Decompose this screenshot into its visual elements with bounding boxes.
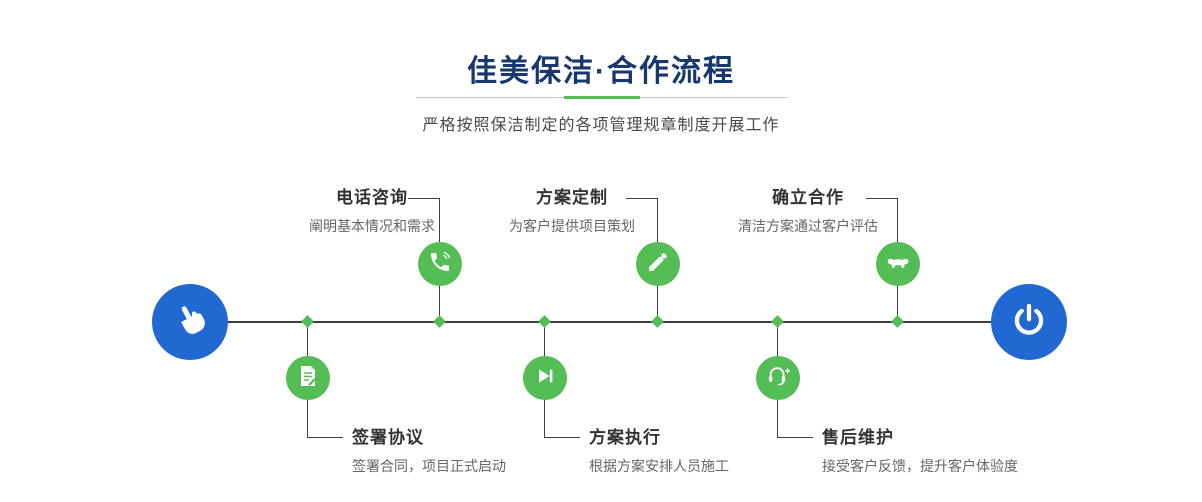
connector [777,322,778,378]
step-title: 方案定制 [536,188,608,207]
connector [777,437,813,438]
node-diamond [301,315,314,328]
connector [777,398,778,438]
end-node [991,284,1067,360]
title-underline [416,96,788,99]
step-node-contract [286,356,330,400]
node-diamond [651,315,664,328]
connector [439,198,440,244]
step-title: 确立合作 [772,188,844,207]
contract-icon [296,364,320,393]
step-node-execute [523,356,567,400]
step-node-support [756,356,800,400]
node-diamond [771,315,784,328]
step-top-2: 方案定制 为客户提供项目策划 [482,187,662,235]
step-node-design [636,242,680,286]
connector [544,398,545,438]
step-title: 售后维护 [822,428,894,447]
handshake-icon [886,250,910,279]
step-desc: 清洁方案通过客户评估 [738,218,878,234]
connector [408,198,440,199]
support-icon [766,364,791,393]
timeline-line [190,321,1032,323]
connector [307,398,308,438]
step-top-1: 电话咨询 阐明基本情况和需求 [282,187,462,235]
connector [439,280,440,322]
step-top-3: 确立合作 清洁方案通过客户评估 [718,187,898,235]
page-title: 佳美保洁·合作流程 [467,55,735,88]
connector [544,322,545,378]
connector [544,437,580,438]
connector [866,198,898,199]
connector [307,437,343,438]
power-icon [1010,301,1048,344]
step-title: 签署协议 [352,428,424,447]
title-underline-accent [564,96,640,99]
step-title: 方案执行 [589,428,661,447]
step-desc: 根据方案安排人员施工 [589,458,729,474]
connector [657,280,658,322]
connector [657,198,658,244]
design-icon [646,250,670,279]
node-diamond [538,315,551,328]
step-title: 电话咨询 [336,188,408,207]
step-desc: 签署合同，项目正式启动 [352,458,506,474]
node-diamond [433,315,446,328]
execute-icon [533,364,557,393]
node-diamond [891,315,904,328]
pointing-hand-icon [171,301,209,344]
phone-icon [428,250,452,279]
step-desc: 接受客户反馈，提升客户体验度 [822,458,1018,474]
step-bottom-1: 签署协议 签署合同，项目正式启动 [352,427,612,475]
step-desc: 为客户提供项目策划 [509,218,635,234]
start-node [152,284,228,360]
page-subtitle: 严格按照保洁制定的各项管理规章制度开展工作 [422,117,780,134]
step-bottom-2: 方案执行 根据方案安排人员施工 [589,427,849,475]
connector [897,280,898,322]
connector [626,198,658,199]
step-bottom-3: 售后维护 接受客户反馈，提升客户体验度 [822,427,1082,475]
step-node-cooperation [876,242,920,286]
connector [307,322,308,378]
step-node-phone [418,242,462,286]
connector [897,198,898,244]
step-desc: 阐明基本情况和需求 [309,218,435,234]
